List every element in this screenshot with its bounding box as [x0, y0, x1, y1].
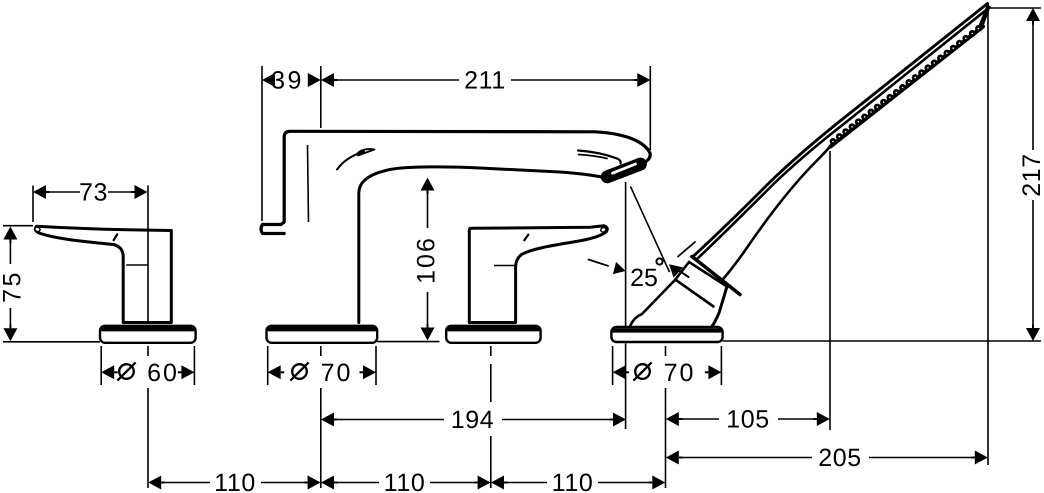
svg-text:211: 211 [464, 66, 506, 94]
svg-text:106: 106 [413, 236, 441, 284]
svg-text:110: 110 [214, 469, 256, 493]
svg-text:205: 205 [818, 444, 862, 472]
svg-text:110: 110 [384, 469, 426, 493]
svg-text:70: 70 [321, 359, 353, 387]
svg-text:39: 39 [271, 66, 304, 94]
svg-text:60: 60 [147, 359, 179, 387]
svg-text:105: 105 [726, 405, 770, 433]
svg-text:217: 217 [1018, 153, 1044, 197]
svg-text:25: 25 [630, 264, 658, 292]
svg-text:70: 70 [664, 359, 696, 387]
svg-text:75: 75 [0, 270, 27, 303]
svg-text:194: 194 [451, 406, 495, 434]
svg-text:110: 110 [552, 469, 594, 493]
svg-text:73: 73 [79, 178, 108, 206]
